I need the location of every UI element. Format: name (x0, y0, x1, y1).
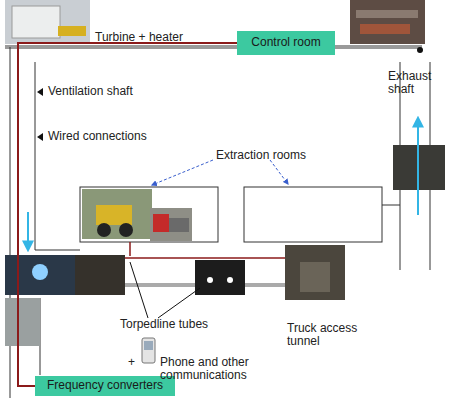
label-text: Exhaust shaft (388, 70, 442, 97)
label-text: Torpedline tubes (120, 318, 230, 331)
wired-connection (18, 43, 237, 386)
label-text: Wired connections (48, 130, 168, 143)
airflow-arrow (417, 118, 419, 215)
pointer (37, 133, 43, 141)
device-photo (5, 255, 75, 295)
tunnel-wall (35, 250, 80, 251)
phone-icon (142, 338, 155, 363)
loader-photo (82, 189, 152, 239)
extraction-room (244, 187, 382, 242)
equipment-box: Control room (237, 31, 335, 55)
tunnel-photo (75, 255, 125, 295)
label-text: Extraction rooms (216, 149, 326, 162)
tunnel-wall (382, 205, 400, 206)
airflow-arrow (27, 212, 29, 250)
building-photo (5, 0, 90, 44)
label-text: Turbine + heater (95, 31, 235, 44)
extraction-room (80, 187, 218, 242)
label-text: Truck access tunnel (287, 322, 369, 349)
car-photo (195, 260, 245, 295)
shaft-wall (35, 62, 36, 250)
equipment-photo (5, 298, 40, 346)
leader-line (158, 288, 200, 318)
plant-photo (350, 0, 425, 44)
label-text: Phone and other communications (160, 356, 260, 383)
pointer-arrow (152, 160, 213, 185)
pipe-end (417, 47, 423, 53)
box-text: Control room (251, 36, 320, 49)
shaft-wall (400, 190, 401, 270)
shaft-wall (430, 190, 431, 270)
surface-pipe (5, 45, 422, 49)
wire (129, 242, 131, 256)
leader-line (130, 262, 148, 318)
tunnel-photo (285, 245, 345, 300)
pointer (37, 88, 43, 96)
box-text: Frequency converters (47, 379, 163, 392)
label-text: + (128, 356, 140, 369)
label-text: Ventilation shaft (48, 85, 168, 98)
pointer-arrow (270, 160, 288, 184)
truck-photo (150, 208, 192, 241)
equipment-box: Frequency converters (35, 376, 175, 396)
